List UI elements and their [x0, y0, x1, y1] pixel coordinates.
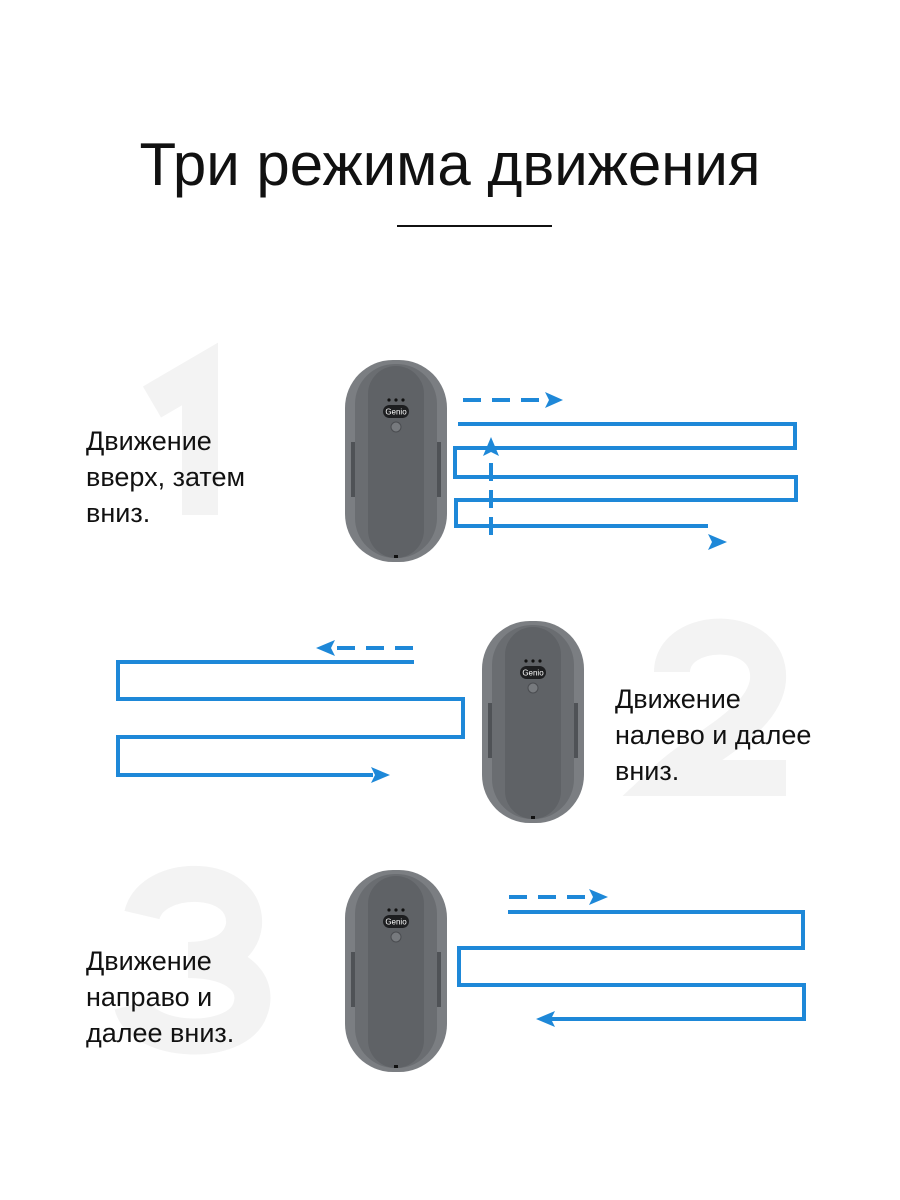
robot-brand-label: Genio [385, 408, 407, 417]
mode-3-line: далее вниз. [86, 1018, 235, 1048]
serpentine-path-3 [457, 910, 806, 1021]
arrowhead-icon [708, 534, 727, 550]
mode-2-line: Движение [615, 684, 741, 714]
robot-brand-label: Genio [385, 918, 407, 927]
serpentine-path-1 [453, 422, 798, 528]
watermark-number-2 [622, 618, 786, 796]
mode-1-line: вниз. [86, 498, 151, 528]
arrowhead-icon [589, 889, 608, 905]
arrowhead-icon [371, 767, 390, 783]
mode-1-description: Движение вверх, затем вниз. [86, 423, 245, 531]
robot-2: Genio [481, 620, 585, 824]
arrowhead-icon [483, 437, 499, 456]
mode-3-line: направо и [86, 982, 213, 1012]
watermark-number-1 [142, 342, 218, 515]
robot-1: Genio [344, 359, 448, 563]
robot-3: Genio [344, 869, 448, 1073]
arrowhead-icon [316, 640, 335, 656]
serpentine-path-2 [116, 660, 465, 777]
mode-2-line: налево и далее [615, 720, 812, 750]
arrowhead-icon [545, 392, 563, 408]
mode-3-description: Движение направо и далее вниз. [86, 943, 234, 1051]
mode-3-line: Движение [86, 946, 212, 976]
mode-2-line: вниз. [615, 756, 680, 786]
watermark-number-3 [114, 866, 271, 1055]
arrowhead-icon [536, 1011, 555, 1027]
mode-1-line: Движение [86, 426, 212, 456]
mode-1-line: вверх, затем [86, 462, 246, 492]
mode-2-description: Движение налево и далее вниз. [615, 681, 811, 789]
title-underline [397, 225, 552, 227]
page-title: Три режима движения [139, 131, 761, 198]
robot-brand-label: Genio [522, 669, 544, 678]
